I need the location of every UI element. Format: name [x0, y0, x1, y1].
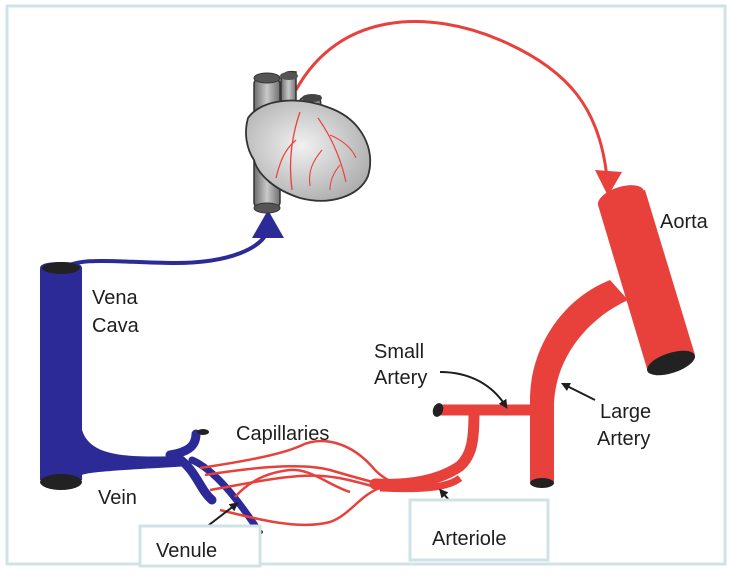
blue-arrowhead	[252, 210, 284, 238]
small-artery-vessel	[431, 402, 545, 419]
large-artery-label-line2: Artery	[597, 428, 650, 450]
vena-cava-to-heart-arrow	[60, 230, 268, 270]
capillaries-label: Capillaries	[236, 423, 329, 445]
large-artery-label-line1: Large	[600, 401, 651, 423]
large-artery-vessel	[530, 280, 628, 488]
vena-cava-label-line2: Cava	[92, 315, 140, 337]
aorta-label: Aorta	[660, 211, 709, 233]
small-artery-label-line1: Small	[374, 341, 424, 363]
arteriole-vessel	[375, 412, 474, 489]
small-artery-label-line2: Artery	[374, 367, 427, 389]
small-artery-pointer	[440, 372, 505, 405]
arteriole-label: Arteriole	[432, 528, 506, 550]
vena-cava-label-line1: Vena	[92, 287, 138, 309]
large-artery-pointer	[565, 385, 595, 400]
heart-icon	[246, 72, 370, 213]
vein-label: Vein	[98, 487, 137, 509]
venule-label: Venule	[156, 540, 217, 562]
